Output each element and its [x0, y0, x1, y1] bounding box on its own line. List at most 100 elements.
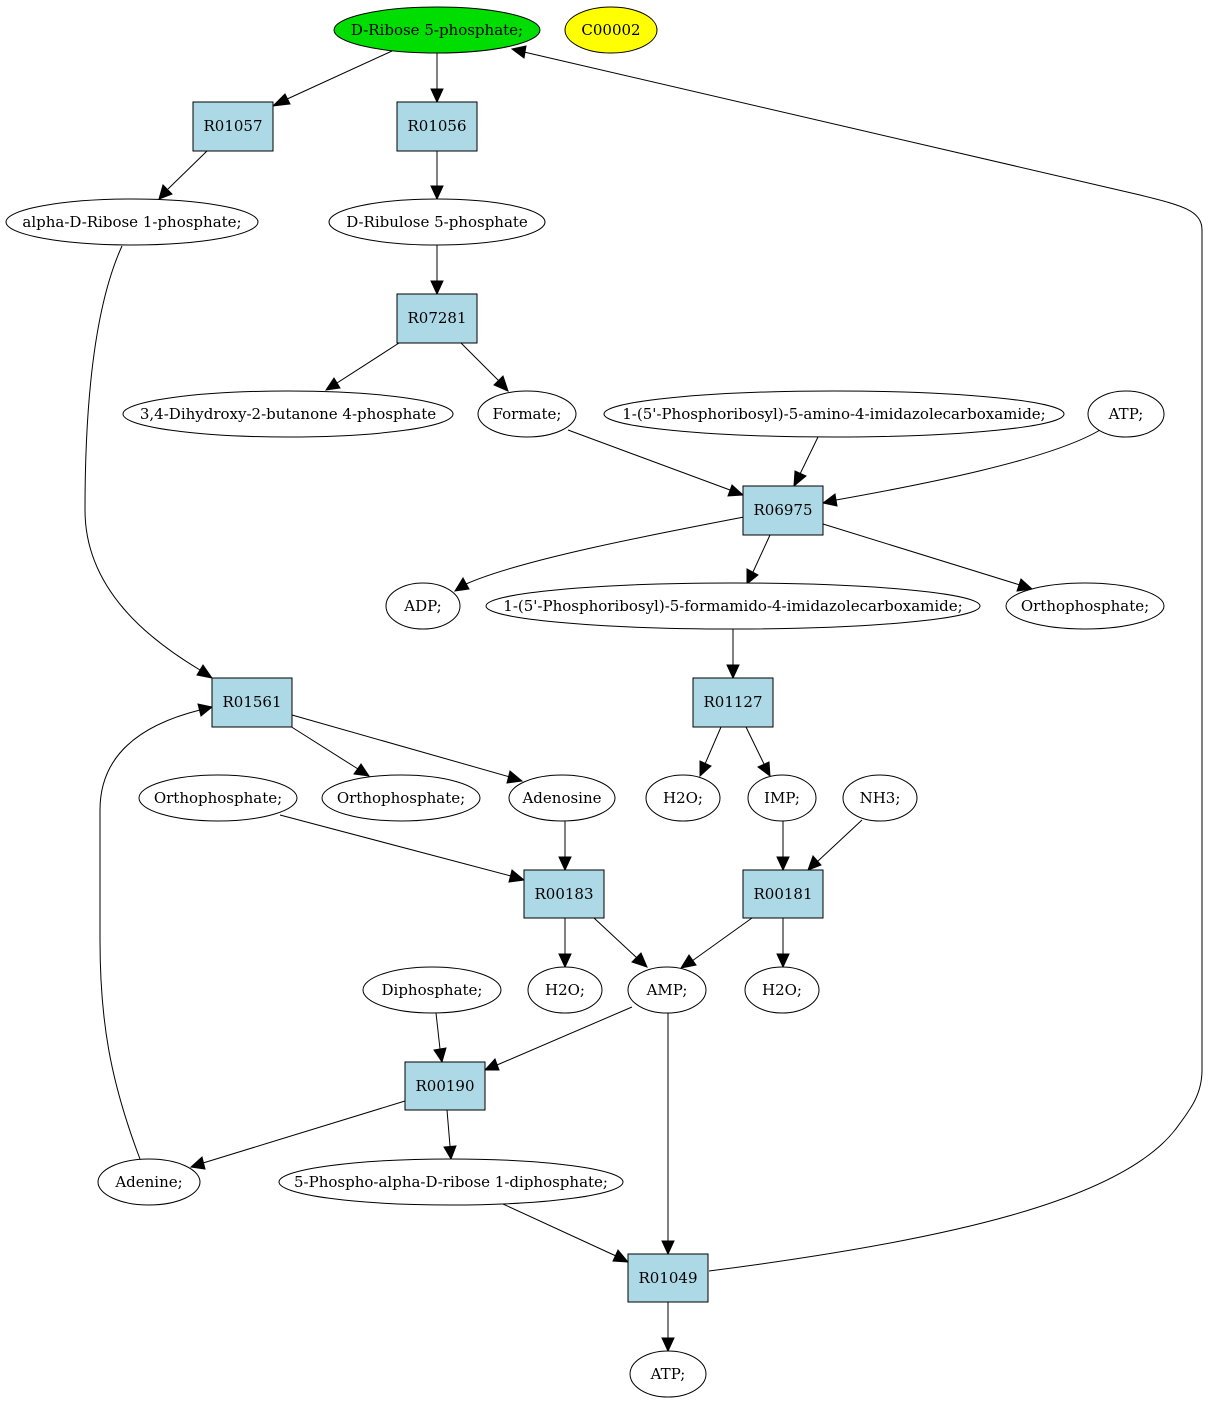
metabolite-orthophosphate-in[interactable]: Orthophosphate; — [138, 774, 298, 822]
reaction-r00181[interactable]: R00181 — [742, 869, 824, 919]
node-ellipse — [485, 582, 981, 630]
reaction-r00183[interactable]: R00183 — [523, 869, 605, 919]
metabolite-adp[interactable]: ADP; — [385, 582, 461, 630]
arrowhead — [508, 869, 526, 883]
arrowhead — [661, 1240, 675, 1256]
metabolite-adenosine[interactable]: Adenosine — [508, 774, 616, 822]
metabolite-nh3[interactable]: NH3; — [842, 774, 918, 822]
metabolite-amp[interactable]: AMP; — [627, 966, 707, 1014]
arrowhead — [727, 484, 745, 497]
reaction-box — [396, 293, 478, 344]
metabolite-ribulose5p[interactable]: D-Ribulose 5-phosphate — [328, 198, 546, 246]
edge-r01057-alpharibose1p — [167, 150, 208, 190]
metabolite-faicar[interactable]: 1-(5'-Phosphoribosyl)-5-formamido-4-imid… — [485, 582, 981, 630]
reaction-nodes: R01057 R01056 R07281 R06975 R01561 R0112… — [192, 101, 824, 1303]
arrowhead — [726, 664, 740, 680]
edge-r06975-orthophosphate — [822, 523, 1021, 586]
arrowhead — [430, 88, 444, 104]
reaction-r01049[interactable]: R01049 — [627, 1253, 709, 1303]
start-node-ribose5p[interactable]: D-Ribose 5-phosphate; — [333, 6, 541, 54]
edge-amp-r00190 — [496, 1006, 633, 1066]
node-label: Diphosphate; — [382, 981, 483, 999]
edge-r01127-h2o — [704, 726, 722, 765]
arrowhead — [430, 280, 444, 296]
node-ellipse — [1087, 390, 1165, 438]
reaction-label: R01057 — [203, 117, 262, 135]
edge-aicar-r06975 — [799, 436, 819, 475]
node-label: Formate; — [493, 405, 562, 423]
edge-r01127-imp — [745, 726, 765, 765]
reaction-r06975[interactable]: R06975 — [742, 485, 824, 536]
metabolite-atp-bottom[interactable]: ATP; — [629, 1350, 707, 1398]
metabolite-atp-top[interactable]: ATP; — [1087, 390, 1165, 438]
reaction-r01127[interactable]: R01127 — [692, 677, 774, 728]
reaction-r07281[interactable]: R07281 — [396, 293, 478, 344]
edge-r00190-prpp — [446, 1109, 451, 1147]
node-label: D-Ribulose 5-phosphate — [346, 213, 528, 231]
arrowhead — [699, 760, 712, 778]
reaction-r00190[interactable]: R00190 — [404, 1061, 486, 1111]
node-label: D-Ribose 5-phosphate; — [351, 21, 523, 39]
reaction-box — [742, 485, 824, 536]
node-ellipse — [603, 390, 1065, 438]
metabolite-alpha-ribose1p[interactable]: alpha-D-Ribose 1-phosphate; — [5, 198, 259, 246]
node-label: C00002 — [581, 21, 640, 39]
arrowhead — [433, 1047, 447, 1064]
reaction-label: R00181 — [753, 885, 812, 903]
arrowhead — [510, 45, 527, 59]
node-label: NH3; — [860, 789, 901, 807]
node-ellipse — [527, 966, 603, 1014]
node-ellipse — [138, 774, 298, 822]
node-label: 3,4-Dihydroxy-2-butanone 4-phosphate — [140, 405, 436, 423]
edge-prpp-r01049 — [502, 1203, 617, 1257]
arrowhead — [558, 856, 572, 872]
node-ellipse — [385, 582, 461, 630]
reaction-label: R06975 — [753, 501, 812, 519]
edge-orthophosphate-r00183 — [279, 814, 512, 877]
metabolite-diphosphate[interactable]: Diphosphate; — [362, 966, 502, 1014]
metabolite-orthophosphate-r06975[interactable]: Orthophosphate; — [1005, 582, 1165, 630]
node-ellipse — [564, 6, 658, 54]
metabolite-prpp[interactable]: 5-Phospho-alpha-D-ribose 1-diphosphate; — [278, 1158, 624, 1206]
node-ellipse — [477, 390, 577, 438]
reaction-r01561[interactable]: R01561 — [211, 677, 293, 728]
reaction-r01056[interactable]: R01056 — [396, 101, 478, 152]
reaction-box — [404, 1061, 486, 1111]
reaction-label: R01056 — [407, 117, 466, 135]
edge-nh3-r00181 — [817, 819, 863, 862]
node-ellipse — [842, 774, 918, 822]
reaction-label: R01561 — [222, 693, 281, 711]
metabolite-nodes: D-Ribose 5-phosphate; C00002 alpha-D-Rib… — [5, 6, 1165, 1398]
node-ellipse — [627, 966, 707, 1014]
reaction-box — [523, 869, 605, 919]
node-label: Adenine; — [114, 1173, 182, 1191]
reaction-box — [627, 1253, 709, 1303]
metabolite-imp[interactable]: IMP; — [747, 774, 817, 822]
reaction-label: R00190 — [415, 1077, 474, 1095]
node-ellipse — [278, 1158, 624, 1206]
metabolite-h2o-r01127[interactable]: H2O; — [645, 774, 721, 822]
metabolite-adenine[interactable]: Adenine; — [97, 1158, 201, 1206]
metabolite-orthophosphate-r01561[interactable]: Orthophosphate; — [321, 774, 481, 822]
arrowhead — [493, 375, 509, 392]
edge-r00183-amp — [593, 917, 638, 959]
edge-r01561-adenosine — [291, 714, 511, 778]
arrowhead — [746, 568, 759, 586]
reaction-r01057[interactable]: R01057 — [192, 101, 274, 152]
metabolite-formate[interactable]: Formate; — [477, 390, 577, 438]
arrowhead — [430, 185, 444, 201]
metabolite-h2o-r00181[interactable]: H2O; — [744, 966, 820, 1014]
node-ellipse — [321, 774, 481, 822]
edge-ribose5p-r01057 — [284, 50, 393, 101]
node-label: 1-(5'-Phosphoribosyl)-5-amino-4-imidazol… — [622, 405, 1046, 423]
node-label: H2O; — [663, 789, 703, 807]
metabolite-aicar[interactable]: 1-(5'-Phosphoribosyl)-5-amino-4-imidazol… — [603, 390, 1065, 438]
metabolite-h2o-r00183[interactable]: H2O; — [527, 966, 603, 1014]
metabolite-dihydroxybutanone[interactable]: 3,4-Dihydroxy-2-butanone 4-phosphate — [122, 390, 454, 438]
edge-r01561-orthophosphate — [289, 725, 359, 770]
node-label: ATP; — [1108, 405, 1144, 423]
node-label: IMP; — [764, 789, 800, 807]
reaction-box — [211, 677, 293, 728]
compound-node-c00002[interactable]: C00002 — [564, 6, 658, 54]
